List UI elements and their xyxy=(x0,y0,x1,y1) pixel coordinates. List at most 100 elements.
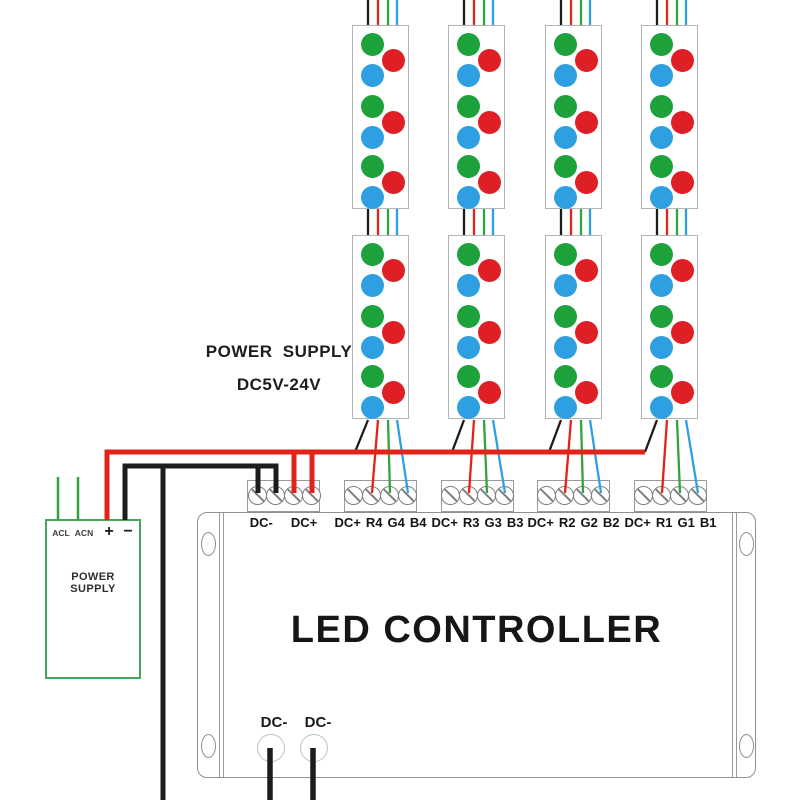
dc-minus-port-1 xyxy=(257,734,285,762)
dc-minus-port-label-1: DC- xyxy=(260,714,288,731)
screw-terminal xyxy=(398,486,417,505)
terminal-label: R3 xyxy=(462,515,480,530)
led-dot-red xyxy=(381,380,405,404)
led-dot-green xyxy=(360,304,384,328)
screw-terminal xyxy=(573,486,592,505)
led-dot-blue xyxy=(360,63,384,87)
led-controller-box: LED CONTROLLER DC- DC- xyxy=(197,512,756,778)
flange-divider-right-2 xyxy=(736,513,737,777)
led-dot-blue xyxy=(649,63,673,87)
terminal-label: B2 xyxy=(602,515,620,530)
led-dot-red xyxy=(670,110,694,134)
led-dot-red xyxy=(477,320,501,344)
terminal-block xyxy=(634,480,707,512)
terminal-block xyxy=(441,480,514,512)
led-dot-green xyxy=(553,94,577,118)
terminal-label: DC+ xyxy=(624,515,651,530)
terminal-label: G4 xyxy=(387,515,405,530)
led-dot-green xyxy=(649,304,673,328)
led-dot-green xyxy=(649,242,673,266)
led-dot-red xyxy=(574,258,598,282)
led-dot-blue xyxy=(456,335,480,359)
led-dot-red xyxy=(574,48,598,72)
led-dot-green xyxy=(360,94,384,118)
led-dot-green xyxy=(360,364,384,388)
flange-divider-right-1 xyxy=(732,513,733,777)
led-dot-red xyxy=(670,320,694,344)
led-dot-blue xyxy=(649,395,673,419)
led-dot-green xyxy=(553,242,577,266)
terminal-block xyxy=(247,480,321,512)
screw-terminal xyxy=(266,486,285,505)
screw-hole-top-left xyxy=(201,532,216,556)
led-dot-blue xyxy=(553,273,577,297)
led-dot-blue xyxy=(649,125,673,149)
led-dot-green xyxy=(456,94,480,118)
flange-divider-left-2 xyxy=(223,513,224,777)
led-strip xyxy=(352,25,409,209)
led-dot-red xyxy=(574,380,598,404)
led-dot-red xyxy=(574,110,598,134)
led-dot-blue xyxy=(456,395,480,419)
terminal-label: G3 xyxy=(484,515,502,530)
led-dot-red xyxy=(574,320,598,344)
strip-dcplus-wire-black xyxy=(547,419,563,453)
power-supply-voltage-line: DC5V-24V xyxy=(236,375,322,394)
screw-terminal xyxy=(591,486,610,505)
led-dot-blue xyxy=(360,273,384,297)
dc-minus-port-2 xyxy=(300,734,328,762)
led-dot-green xyxy=(649,94,673,118)
terminal-block xyxy=(537,480,610,512)
led-dot-green xyxy=(553,32,577,56)
terminal-label: B1 xyxy=(699,515,717,530)
screw-terminal xyxy=(459,486,478,505)
screw-terminal xyxy=(688,486,707,505)
screw-terminal xyxy=(441,486,460,505)
terminal-label: DC+ xyxy=(334,515,361,530)
led-dot-red xyxy=(670,258,694,282)
led-dot-green xyxy=(456,154,480,178)
screw-terminal xyxy=(634,486,653,505)
psu-terminal-acn: ACN xyxy=(74,528,94,538)
screw-terminal xyxy=(555,486,574,505)
led-dot-red xyxy=(477,170,501,194)
psu-terminal-minus: − xyxy=(123,523,133,540)
screw-terminal xyxy=(284,486,303,505)
controller-title: LED CONTROLLER xyxy=(290,609,663,651)
led-dot-green xyxy=(360,242,384,266)
led-dot-blue xyxy=(553,125,577,149)
screw-terminal xyxy=(670,486,689,505)
led-dot-blue xyxy=(553,335,577,359)
terminal-label: G1 xyxy=(677,515,695,530)
psu-terminal-acl: ACL xyxy=(52,528,70,538)
led-dot-blue xyxy=(553,395,577,419)
led-dot-red xyxy=(381,110,405,134)
led-dot-blue xyxy=(456,273,480,297)
led-dot-blue xyxy=(553,185,577,209)
dc-minus-port-label-2: DC- xyxy=(304,714,332,731)
terminal-block-labels: DC-DC+ xyxy=(250,515,317,530)
screw-terminal xyxy=(248,486,267,505)
led-strip xyxy=(352,235,409,419)
strip-dcplus-wire-black xyxy=(450,419,466,453)
led-dot-green xyxy=(553,304,577,328)
led-dot-green xyxy=(553,154,577,178)
screw-hole-bottom-right xyxy=(739,734,754,758)
led-dot-blue xyxy=(649,273,673,297)
led-dot-blue xyxy=(360,335,384,359)
led-dot-blue xyxy=(456,185,480,209)
led-dot-red xyxy=(670,48,694,72)
terminal-block xyxy=(344,480,417,512)
led-dot-red xyxy=(477,48,501,72)
terminal-label: DC+ xyxy=(527,515,554,530)
led-dot-green xyxy=(456,242,480,266)
terminal-label: R2 xyxy=(558,515,576,530)
led-dot-blue xyxy=(456,63,480,87)
led-dot-red xyxy=(381,170,405,194)
led-dot-green xyxy=(649,154,673,178)
strip-dcplus-wire-black xyxy=(643,419,659,453)
led-dot-blue xyxy=(649,185,673,209)
